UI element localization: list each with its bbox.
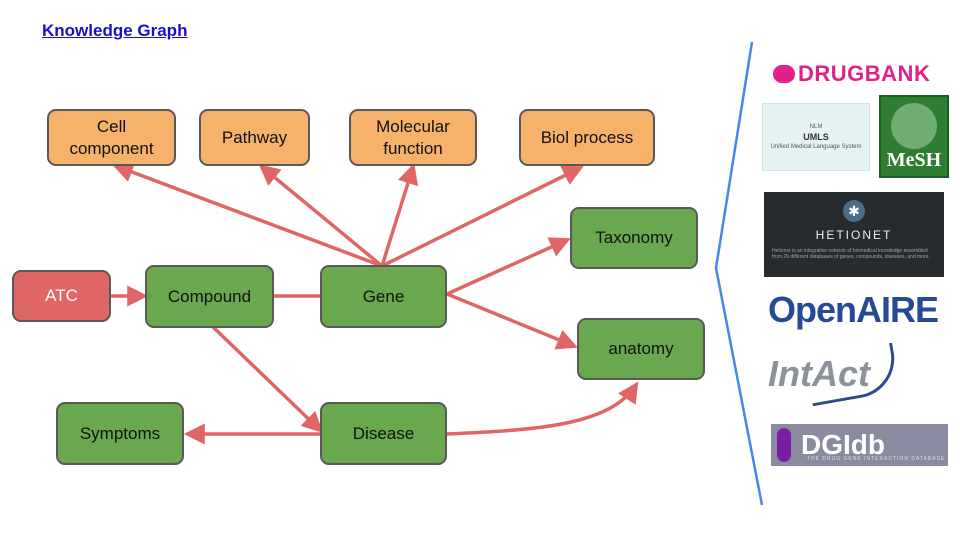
edge-disease-anatomy	[445, 381, 639, 436]
umls-small-text: NLM	[809, 124, 823, 130]
asterisk-icon: ✱	[843, 200, 865, 222]
umls-logo: NLM UMLS Unified Medical Language System	[762, 103, 870, 171]
drugbank-mark-icon	[773, 65, 795, 83]
node-pathway[interactable]: Pathway	[199, 109, 310, 166]
openaire-logo: OpenAIRE	[768, 289, 943, 330]
umls-title: UMLS	[803, 132, 829, 142]
edge-gene-cell-component	[112, 162, 383, 268]
hetionet-description: Hetionet is an integrative network of bi…	[772, 248, 930, 260]
edge-gene-taxonomy	[446, 237, 571, 296]
dgidb-subtitle: THE DRUG GENE INTERACTION DATABASE	[807, 456, 946, 462]
test-tube-icon	[777, 428, 791, 462]
edge-compound-disease	[210, 324, 324, 433]
node-molecular-function[interactable]: Molecular function	[349, 109, 477, 166]
openaire-text: OpenAIRE	[768, 289, 939, 330]
edge-gene-pathway	[258, 164, 384, 268]
node-gene[interactable]: Gene	[320, 265, 447, 328]
mesh-logo: MeSH	[879, 95, 949, 178]
edge-gene-molecular-function	[380, 162, 418, 267]
node-cell-component[interactable]: Cell component	[47, 109, 176, 166]
dgidb-text: DGIdb	[801, 429, 885, 460]
node-atc[interactable]: ATC	[12, 270, 111, 322]
node-anatomy[interactable]: anatomy	[577, 318, 705, 380]
drugbank-logo: DRUGBANK	[773, 60, 933, 88]
page-title[interactable]: Knowledge Graph	[42, 21, 188, 40]
drugbank-text: DRUGBANK	[798, 61, 931, 86]
dgidb-logo: DGIdb THE DRUG GENE INTERACTION DATABASE	[771, 424, 948, 466]
hetionet-text: HETIONET	[815, 228, 893, 242]
mesh-text: MeSH	[886, 149, 942, 171]
edge-gene-anatomy	[446, 292, 578, 350]
node-disease[interactable]: Disease	[320, 402, 447, 465]
node-symptoms[interactable]: Symptoms	[56, 402, 184, 465]
hetionet-logo: ✱ HETIONET Hetionet is an integrative ne…	[764, 192, 944, 277]
intact-logo: IntAct	[768, 342, 901, 407]
node-taxonomy[interactable]: Taxonomy	[570, 207, 698, 269]
node-biol-process[interactable]: Biol process	[519, 109, 655, 166]
node-compound[interactable]: Compound	[145, 265, 274, 328]
edge-gene-biol-process	[381, 166, 584, 268]
tree-icon	[891, 103, 937, 149]
umls-subtitle: Unified Medical Language System	[770, 144, 862, 150]
logo-bracket	[714, 41, 764, 506]
intact-text: IntAct	[768, 353, 870, 394]
